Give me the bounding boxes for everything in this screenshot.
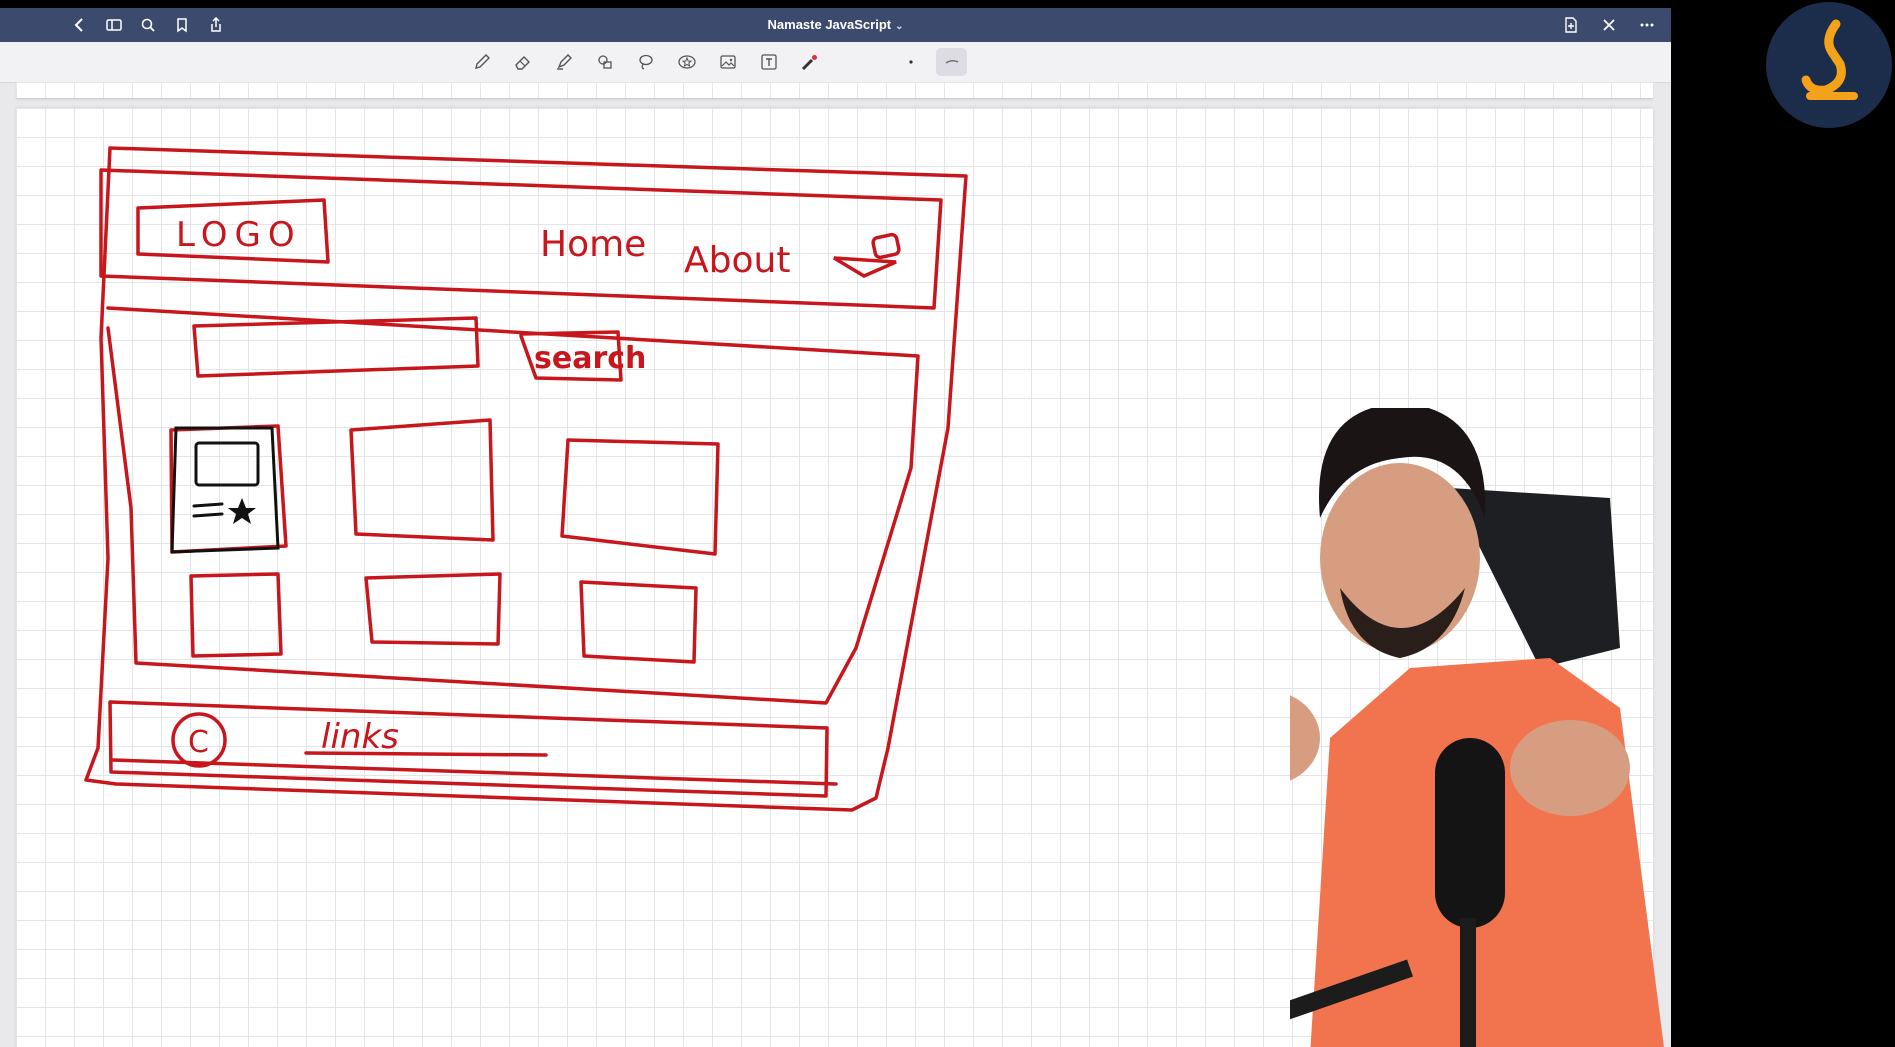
notes-app-window: Namaste JavaScript⌄ [0,8,1671,1047]
outer-frame [84,146,968,812]
mic-arm [1290,959,1413,1020]
document-title-text: Namaste JavaScript [767,17,892,32]
beard [1340,588,1465,658]
sketch-user-icon [833,232,901,278]
card-5 [364,572,502,646]
footer-box [108,700,829,798]
card-4 [189,572,283,658]
add-page-icon[interactable] [1561,15,1581,35]
face [1320,463,1480,653]
image-icon[interactable] [712,48,743,76]
card-6 [579,580,698,664]
card-1-detail [170,426,280,554]
body-box [106,306,920,705]
text-icon[interactable] [753,48,784,76]
close-icon[interactable] [1599,15,1619,35]
dot-size-icon[interactable] [895,48,926,76]
shapes-icon[interactable] [589,48,620,76]
presenter-webcam-overlay [1290,408,1664,1047]
channel-logo-badge [1766,2,1892,128]
chair-back [1450,488,1620,668]
pen-icon[interactable] [466,48,497,76]
title-bar: Namaste JavaScript⌄ [0,8,1671,42]
highlighter-icon[interactable] [548,48,579,76]
wireframe-sketch: LOGO Home About search links C [84,146,968,812]
more-icon[interactable] [1637,15,1657,35]
share-icon[interactable] [206,15,226,35]
logo-box [136,198,330,264]
hair [1319,408,1486,518]
search-input-sketch [192,316,480,378]
sketch-about-label: About [684,240,790,281]
copyright-circle [171,712,227,768]
chevron-down-icon: ⌄ [895,21,904,32]
back-chevron-icon[interactable] [70,15,90,35]
sketch-links-label: links [321,717,399,757]
right-hand [1510,720,1630,816]
card-1 [169,424,288,554]
sketch-home-label: Home [540,224,646,265]
sketch-search-label: search [534,341,646,376]
stroke-style-icon[interactable] [936,48,967,76]
sketch-logo-label: LOGO [176,215,302,255]
card-3 [560,438,720,556]
previous-page-edge [16,82,1653,99]
sticker-icon[interactable] [671,48,702,76]
left-hand [1290,695,1320,781]
header-box [99,168,943,310]
drawing-toolbar [0,42,1671,83]
sidebar-icon[interactable] [104,15,124,35]
laser-pointer-icon[interactable] [794,48,825,76]
sketch-copyright-letter: C [188,725,209,760]
lasso-icon[interactable] [630,48,661,76]
mic-stand [1460,918,1476,1047]
bookmark-icon[interactable] [172,15,192,35]
microphone [1435,738,1505,928]
search-icon[interactable] [138,15,158,35]
star-mark [228,498,256,524]
document-title[interactable]: Namaste JavaScript⌄ [0,8,1671,42]
eraser-icon[interactable] [507,48,538,76]
card-2 [349,418,495,542]
search-button-sketch [519,330,623,382]
